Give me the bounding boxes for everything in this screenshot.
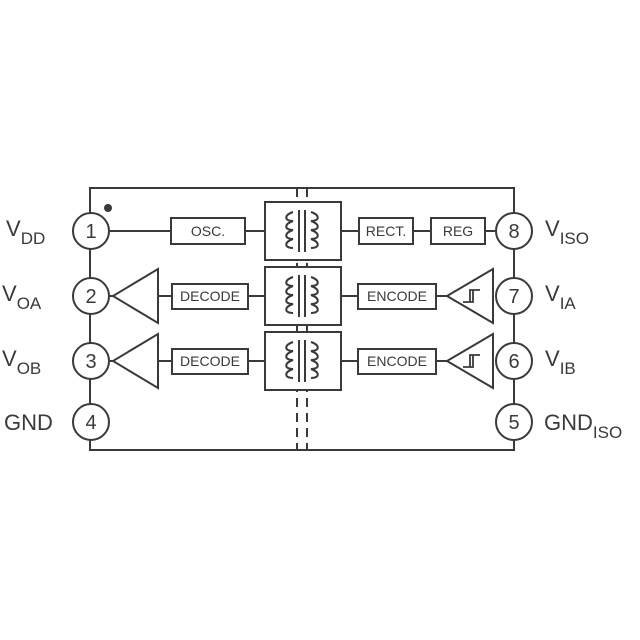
schmitt-trigger-a-icon bbox=[445, 267, 494, 325]
pin-7: 7 VIA bbox=[495, 277, 576, 315]
pin-4-name: GND bbox=[4, 410, 53, 435]
pin-5-name: GNDISO bbox=[544, 410, 622, 442]
package-outline bbox=[89, 187, 515, 451]
pin-8: 8 VISO bbox=[495, 212, 589, 250]
pin-2-name: VOA bbox=[2, 281, 42, 313]
pin-4-number: 4 bbox=[85, 412, 96, 434]
power-channel: OSC. RECT. REG bbox=[110, 217, 495, 245]
decode-a-block: DECODE bbox=[171, 283, 249, 310]
channel-a: DECODE ENCODE bbox=[72, 267, 494, 325]
pin-6-number: 6 bbox=[508, 351, 519, 373]
schmitt-trigger-b-icon bbox=[445, 332, 494, 390]
transformer-channel-a-icon bbox=[264, 266, 342, 326]
pin-7-name: VIA bbox=[545, 281, 576, 313]
pin-5: 5 GNDISO bbox=[495, 403, 622, 442]
pin-4: 4 GND bbox=[4, 403, 110, 441]
encode-b-label: ENCODE bbox=[367, 353, 427, 369]
pin-7-number: 7 bbox=[508, 286, 519, 308]
reg-label: REG bbox=[443, 223, 473, 239]
pin-3-number: 3 bbox=[85, 351, 96, 373]
pin-6: 6 VIB bbox=[495, 342, 576, 380]
reg-block: REG bbox=[430, 217, 486, 245]
osc-label: OSC. bbox=[191, 223, 225, 239]
pin-8-number: 8 bbox=[508, 221, 519, 243]
output-buffer-a-icon bbox=[111, 267, 159, 325]
channel-b: DECODE ENCODE bbox=[110, 332, 494, 390]
pin-2-number: 2 bbox=[85, 286, 96, 308]
decode-b-block: DECODE bbox=[171, 348, 249, 375]
output-buffer-b-icon bbox=[111, 332, 159, 390]
decode-a-label: DECODE bbox=[180, 288, 240, 304]
transformer-power-icon bbox=[264, 201, 342, 261]
encode-a-block: ENCODE bbox=[357, 283, 437, 310]
rect-block: RECT. bbox=[358, 217, 414, 245]
pin-8-name: VISO bbox=[545, 216, 589, 248]
osc-block: OSC. bbox=[170, 217, 246, 245]
transformer-channel-b-icon bbox=[264, 331, 342, 391]
rect-label: RECT. bbox=[366, 223, 406, 239]
pin-3: 3 VOB bbox=[2, 342, 110, 380]
pin-2: 2 VOA bbox=[2, 277, 110, 315]
encode-b-block: ENCODE bbox=[357, 348, 437, 375]
pin-1-number: 1 bbox=[85, 221, 96, 243]
isolation-barrier bbox=[296, 188, 308, 450]
pin-3-name: VOB bbox=[2, 346, 41, 378]
decode-b-label: DECODE bbox=[180, 353, 240, 369]
pin1-indicator-dot-icon bbox=[104, 204, 112, 212]
encode-a-label: ENCODE bbox=[367, 288, 427, 304]
pin-1: 1 VDD bbox=[6, 212, 110, 250]
pin-5-number: 5 bbox=[508, 412, 519, 434]
pin-1-name: VDD bbox=[6, 216, 45, 248]
pin-6-name: VIB bbox=[545, 346, 576, 378]
